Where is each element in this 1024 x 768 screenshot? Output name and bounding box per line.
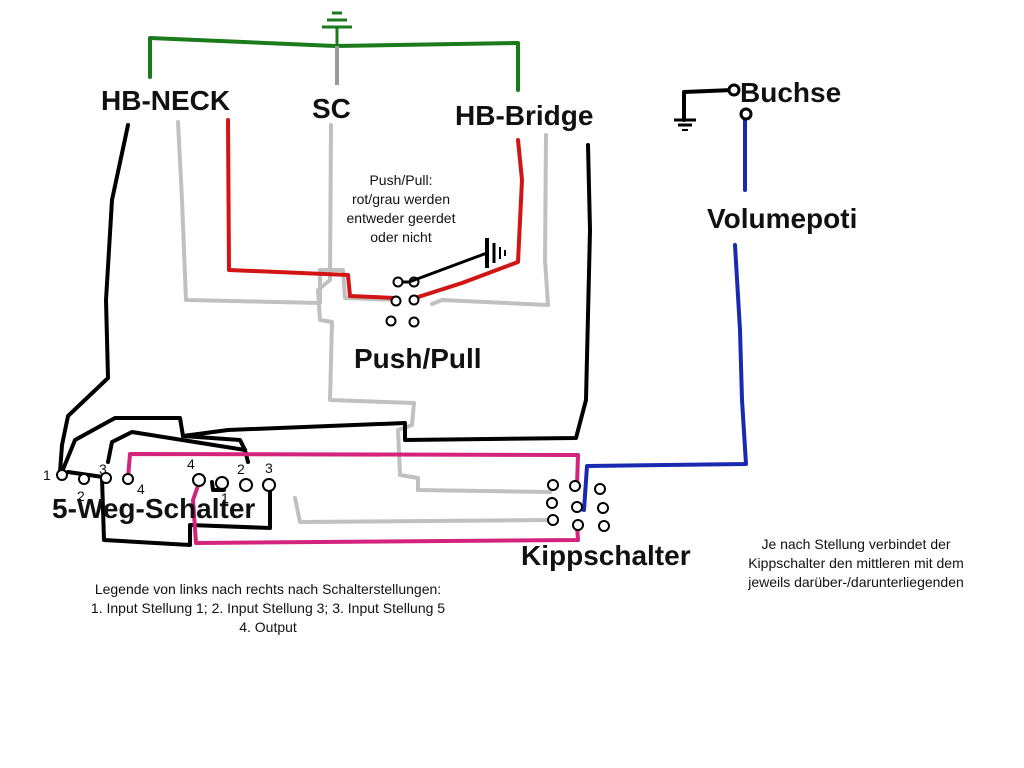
note-line: Push/Pull:: [369, 172, 433, 188]
five-way-lug-numbers: 1 2 3 4 4 1 2 3: [43, 456, 273, 506]
push-pull-lugs: [385, 276, 420, 328]
five-way-switch-lugs: [56, 469, 276, 492]
lug-number: 4: [137, 481, 145, 497]
label-hb-bridge: HB-Bridge: [455, 100, 593, 131]
kippschalter-note: Je nach Stellung verbindet der Kippschal…: [727, 535, 985, 592]
label-sc: SC: [312, 93, 351, 124]
note-line: oder nicht: [370, 229, 432, 245]
legend-line: 4. Output: [239, 619, 297, 635]
push-pull-note: Push/Pull: rot/grau werden entweder geer…: [340, 171, 462, 247]
legend-line: 1. Input Stellung 1; 2. Input Stellung 3…: [90, 600, 446, 616]
red-wires: [226, 118, 524, 300]
label-volumepoti: Volumepoti: [707, 203, 857, 234]
kipp-note-line: Je nach Stellung verbindet der: [761, 536, 951, 552]
label-push-pull: Push/Pull: [354, 343, 482, 374]
ground-wire: [148, 11, 520, 92]
label-buchse: Buchse: [740, 77, 841, 108]
note-line: entweder geerdet: [346, 210, 456, 226]
label-five-way-switch: 5-Weg-Schalter: [52, 493, 255, 524]
push-pull-ground-icon: [401, 238, 506, 284]
lug-number: 3: [265, 460, 273, 476]
label-hb-neck: HB-NECK: [101, 85, 230, 116]
kipp-note-line: jeweils darüber-/darunterliegenden: [748, 574, 964, 590]
lug-number: 1: [43, 467, 51, 483]
legend-note: Legende von links nach rechts nach Schal…: [55, 580, 481, 637]
lug-number: 1: [221, 490, 229, 506]
jack-socket: [674, 83, 753, 131]
blue-wire: [576, 118, 748, 512]
lug-number: 2: [237, 461, 245, 477]
lug-number: 2: [77, 488, 85, 504]
kipp-note-line: Kippschalter den mittleren mit dem: [748, 555, 964, 571]
kippschalter-lugs: [546, 479, 610, 532]
note-line: rot/grau werden: [351, 191, 451, 207]
magenta-wires: [126, 452, 580, 545]
grey-wires: [176, 120, 552, 524]
label-kippschalter: Kippschalter: [521, 540, 691, 571]
legend-line: Legende von links nach rechts nach Schal…: [94, 581, 442, 597]
lug-number: 3: [99, 461, 107, 477]
lug-number: 4: [187, 456, 195, 472]
